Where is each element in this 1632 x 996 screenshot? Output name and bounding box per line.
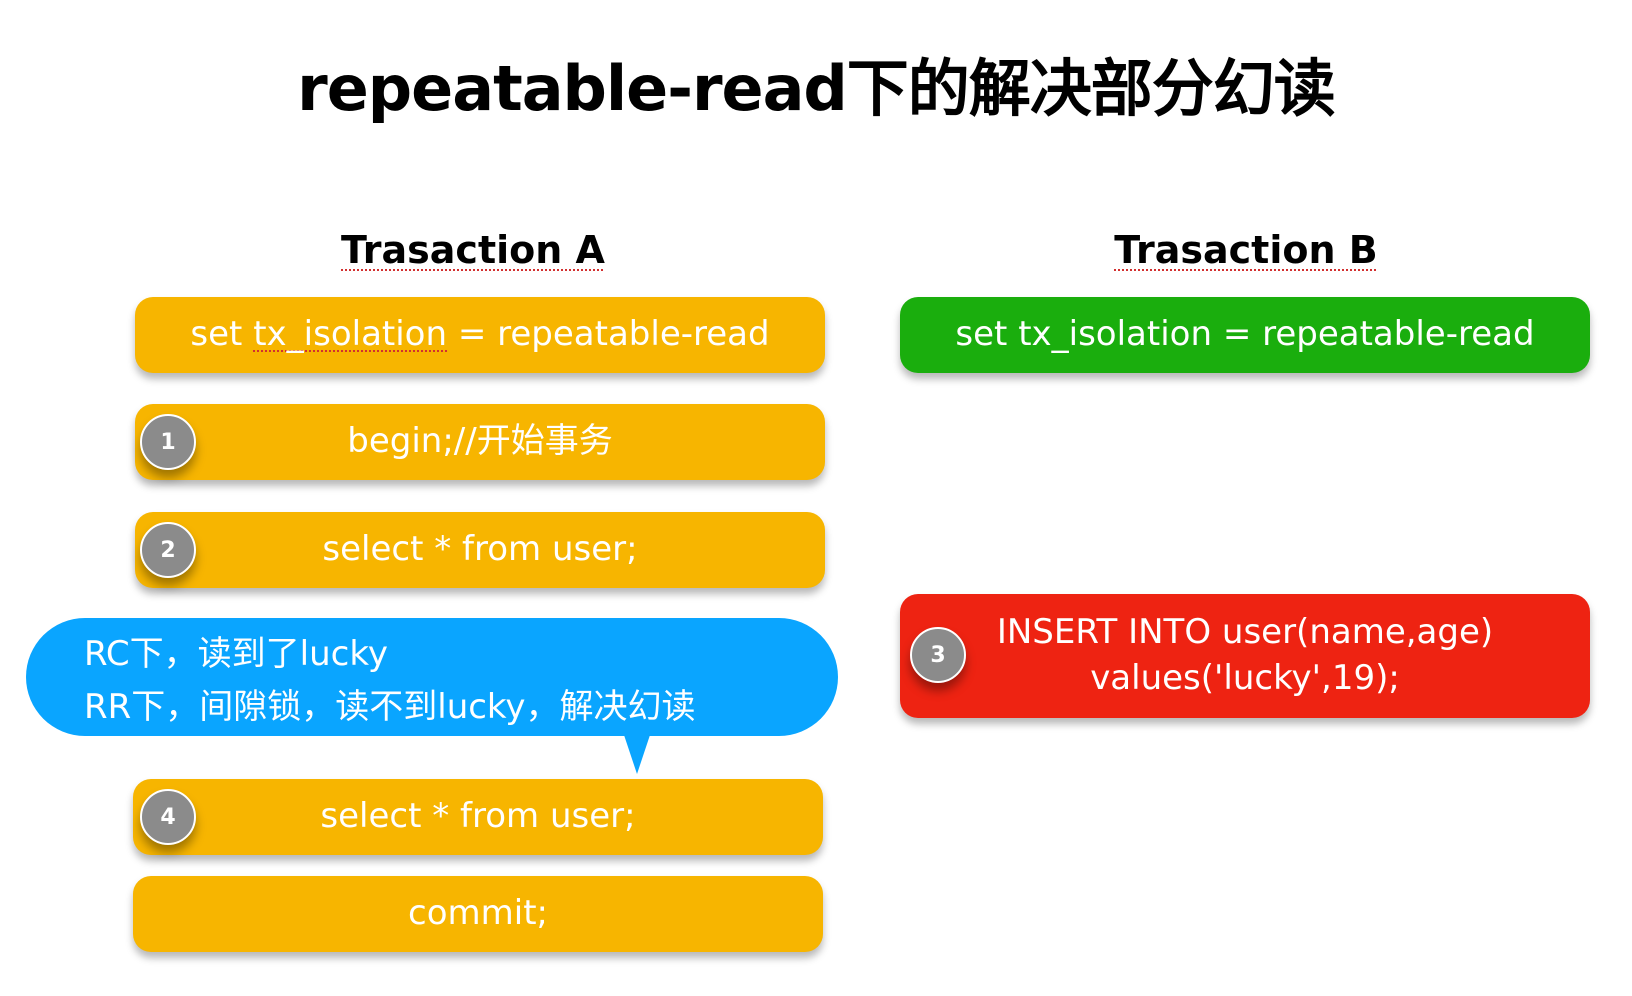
- transaction-a-heading-text: Trasaction A: [341, 228, 605, 272]
- step-badge-2: 2: [140, 522, 196, 578]
- transaction-a-heading: Trasaction A: [313, 228, 633, 272]
- b-set-isolation-text: set tx_isolation = repeatable-read: [955, 314, 1535, 355]
- a-set-isolation-text: set tx_isolation = repeatable-read: [190, 312, 769, 358]
- diagram-title: repeatable-read下的解决部分幻读: [297, 52, 1336, 125]
- callout-bubble: RC下，读到了lucky RR下，间隙锁，读不到lucky，解决幻读: [26, 618, 838, 736]
- a-commit-text: commit;: [408, 893, 548, 934]
- callout-pointer: [623, 732, 651, 774]
- b-insert-line-1: INSERT INTO user(name,age): [996, 612, 1494, 653]
- transaction-b-heading: Trasaction B: [1086, 228, 1406, 272]
- callout-line-2: RR下，间隙锁，读不到lucky，解决幻读: [84, 686, 696, 727]
- a-select-2-box: select * from user;: [133, 779, 823, 855]
- b-set-isolation-box: set tx_isolation = repeatable-read: [900, 297, 1590, 373]
- b-insert-box: INSERT INTO user(name,age) values('lucky…: [900, 594, 1590, 718]
- a-set-isolation-box: set tx_isolation = repeatable-read: [135, 297, 825, 373]
- a-select-2-text: select * from user;: [320, 796, 636, 837]
- callout-line-1: RC下，读到了lucky: [84, 634, 388, 674]
- a-select-1-box: select * from user;: [135, 512, 825, 588]
- a-set-isolation-prefix: set: [190, 314, 254, 355]
- step-badge-1: 1: [140, 414, 196, 470]
- step-badge-3: 3: [910, 627, 966, 683]
- a-select-1-text: select * from user;: [322, 529, 638, 570]
- b-insert-line-2: values('lucky',19);: [1090, 658, 1400, 698]
- a-set-isolation-var: tx_isolation: [253, 314, 448, 355]
- a-set-isolation-suffix: = repeatable-read: [447, 314, 770, 355]
- step-badge-4: 4: [140, 789, 196, 845]
- a-begin-text: begin;//开始事务: [347, 421, 613, 462]
- a-commit-box: commit;: [133, 876, 823, 952]
- a-begin-box: begin;//开始事务: [135, 404, 825, 480]
- transaction-b-heading-text: Trasaction B: [1114, 228, 1378, 272]
